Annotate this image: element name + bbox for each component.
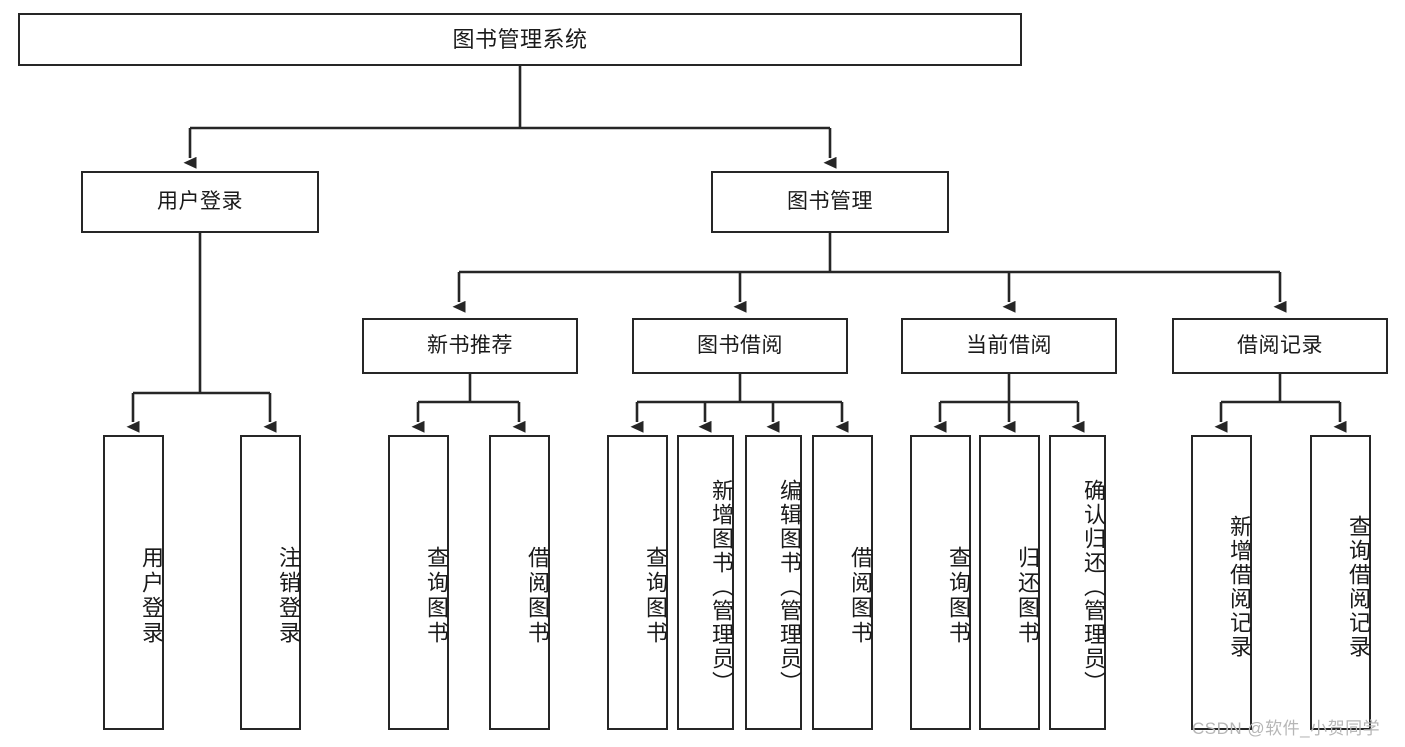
node-label: 图书管理系统 — [452, 26, 588, 52]
node-new-book-recommendation[interactable]: 新书推荐 — [362, 318, 578, 374]
node-label: 借阅图书 — [525, 545, 550, 646]
leaf-borrow-book-newbook[interactable]: 借阅图书 — [489, 435, 550, 730]
node-borrowing-record[interactable]: 借阅记录 — [1172, 318, 1388, 374]
leaf-confirm-return-admin[interactable]: 确认归还（管理员） — [1049, 435, 1106, 730]
leaf-add-borrow-record[interactable]: 新增借阅记录 — [1191, 435, 1252, 730]
node-label: 新书推荐 — [427, 333, 513, 357]
node-label: 查询图书 — [643, 545, 668, 646]
node-book-borrowing[interactable]: 图书借阅 — [632, 318, 848, 374]
node-root-book-management-system[interactable]: 图书管理系统 — [18, 13, 1022, 66]
leaf-user-login[interactable]: 用户登录 — [103, 435, 164, 730]
node-label: 用户登录 — [139, 545, 164, 646]
node-label: 确认归还（管理员） — [1081, 478, 1106, 695]
leaf-edit-book-admin[interactable]: 编辑图书（管理员） — [745, 435, 802, 730]
leaf-return-book[interactable]: 归还图书 — [979, 435, 1040, 730]
node-label: 查询图书 — [946, 545, 971, 646]
node-label: 新增图书（管理员） — [709, 478, 734, 695]
node-user-login[interactable]: 用户登录 — [81, 171, 319, 233]
leaf-query-book-newbook[interactable]: 查询图书 — [388, 435, 449, 730]
node-label: 当前借阅 — [966, 333, 1052, 357]
leaf-query-borrow-record[interactable]: 查询借阅记录 — [1310, 435, 1371, 730]
node-label: 图书管理 — [787, 189, 873, 213]
node-current-borrowing[interactable]: 当前借阅 — [901, 318, 1117, 374]
leaf-add-book-admin[interactable]: 新增图书（管理员） — [677, 435, 734, 730]
csdn-watermark: CSDN @软件_小贺同学 — [1192, 719, 1381, 738]
node-label: 编辑图书（管理员） — [777, 478, 802, 695]
leaf-logout[interactable]: 注销登录 — [240, 435, 301, 730]
node-label: 图书借阅 — [697, 333, 783, 357]
leaf-query-book-current[interactable]: 查询图书 — [910, 435, 971, 730]
node-label: 归还图书 — [1015, 545, 1040, 646]
node-label: 查询图书 — [424, 545, 449, 646]
node-label: 新增借阅记录 — [1227, 514, 1252, 659]
leaf-borrow-book[interactable]: 借阅图书 — [812, 435, 873, 730]
node-label: 借阅记录 — [1237, 333, 1323, 357]
node-label: 借阅图书 — [848, 545, 873, 646]
node-label: 查询借阅记录 — [1346, 514, 1371, 659]
node-label: 注销登录 — [276, 545, 301, 646]
node-label: 用户登录 — [157, 189, 243, 213]
node-book-management[interactable]: 图书管理 — [711, 171, 949, 233]
leaf-query-book-borrow[interactable]: 查询图书 — [607, 435, 668, 730]
